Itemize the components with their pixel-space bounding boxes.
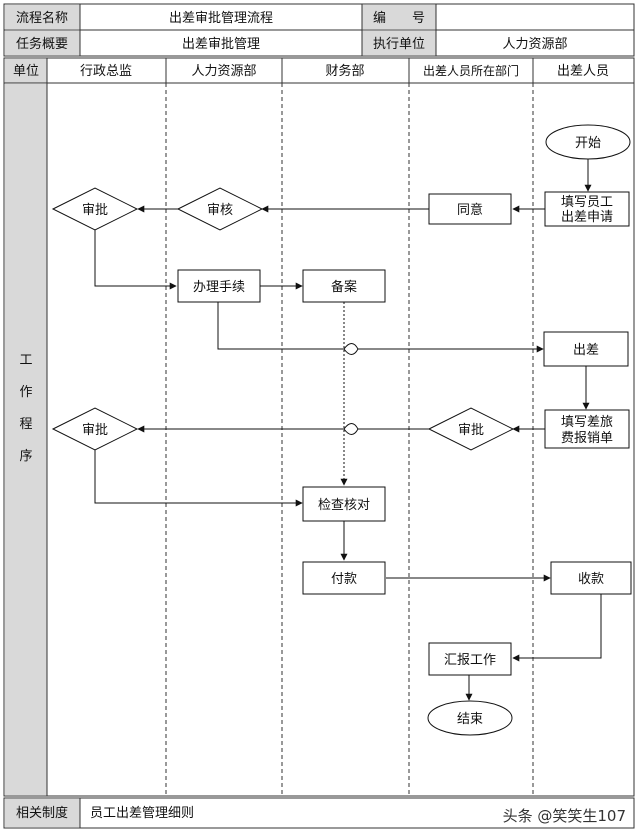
dept-approve-diamond <box>427 407 515 451</box>
code-label: 编 号 <box>373 11 425 26</box>
task-value: 出差审批管理 <box>182 37 260 52</box>
fill-request-label-line2: 出差申请 <box>561 210 613 225</box>
approve-label-2: 审批 <box>82 423 108 438</box>
receive-box <box>550 561 632 595</box>
check-label: 检查核对 <box>318 498 370 513</box>
watermark: 头条 @笑笑生107 <box>502 807 626 825</box>
pay-box <box>302 561 386 595</box>
fill-request-box <box>544 191 630 227</box>
approve-diamond-1 <box>51 187 139 231</box>
related-value: 员工出差管理细则 <box>90 806 194 821</box>
record-box <box>302 269 386 303</box>
related-label: 相关制度 <box>16 805 68 821</box>
process-name-label: 流程名称 <box>16 10 68 26</box>
dept-approve-label: 审批 <box>458 423 484 438</box>
fill-request-label-line1: 填写员工 <box>561 195 613 210</box>
exec-unit-value: 人力资源部 <box>502 37 567 52</box>
procedures-label: 办理手续 <box>193 280 245 295</box>
process-name-value: 出差审批管理流程 <box>169 11 273 26</box>
start-label: 开始 <box>575 136 601 151</box>
header-table <box>3 3 635 57</box>
procedures-box <box>177 269 261 303</box>
exec-unit-label: 执行单位 <box>373 37 425 52</box>
unit-label: 单位 <box>13 64 39 79</box>
fill-expense-label-line1: 填写差旅 <box>561 415 613 430</box>
lane-header-traveler-dept: 出差人员所在部门 <box>423 63 519 78</box>
approve-label-1: 审批 <box>82 203 108 218</box>
lane-header-hr: 人力资源部 <box>191 64 256 79</box>
lane-header-traveler: 出差人员 <box>557 64 609 79</box>
pay-label: 付款 <box>331 572 357 587</box>
receive-label: 收款 <box>578 572 604 587</box>
lane-header-admin-director: 行政总监 <box>80 64 132 79</box>
trip-label: 出差 <box>573 343 599 358</box>
fill-expense-box <box>544 409 630 449</box>
check-box <box>302 486 386 522</box>
start-node <box>545 124 631 160</box>
footer-table <box>3 797 635 829</box>
end-node <box>427 700 513 736</box>
fill-expense-label-line2: 费报销单 <box>561 431 613 446</box>
report-box <box>428 642 512 676</box>
swimlane-frame <box>3 57 635 797</box>
approve-diamond-2 <box>51 407 139 451</box>
trip-box <box>543 331 629 367</box>
agree-box <box>428 193 512 225</box>
side-label-char-4: 序 <box>19 449 32 464</box>
agree-label: 同意 <box>457 202 483 218</box>
report-label: 汇报工作 <box>444 653 496 668</box>
side-label-char-2: 作 <box>19 385 32 400</box>
review-diamond <box>176 187 264 231</box>
side-label-char-1: 工 <box>19 353 32 368</box>
end-label: 结束 <box>457 712 483 727</box>
lane-header-finance: 财务部 <box>325 63 364 79</box>
connectors <box>94 159 602 701</box>
side-label-char-3: 程 <box>19 417 32 432</box>
task-label: 任务概要 <box>16 36 68 52</box>
review-label: 审核 <box>207 203 233 218</box>
record-label: 备案 <box>331 279 357 295</box>
